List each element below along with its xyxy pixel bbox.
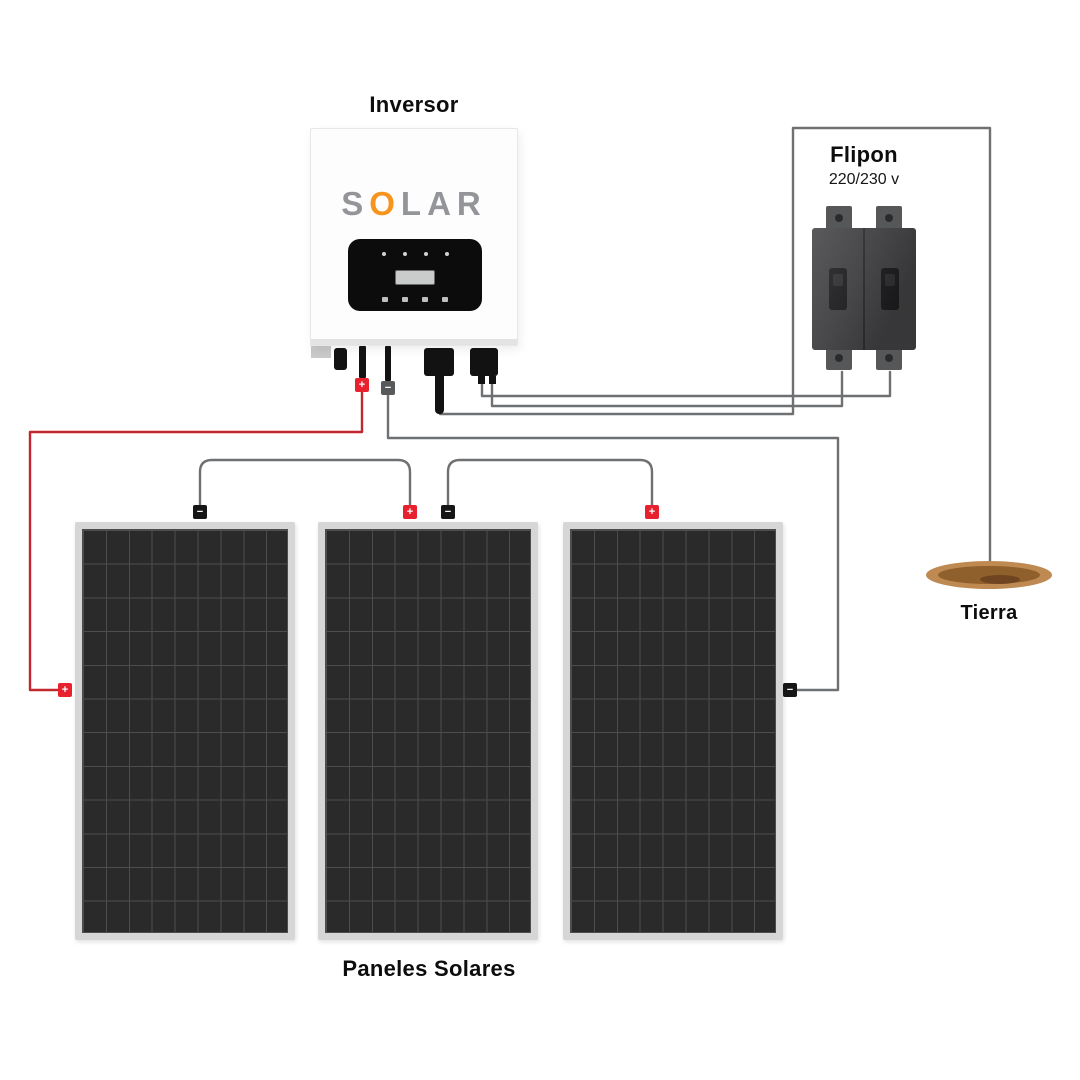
wire-string-panel1-panel2 <box>198 458 412 507</box>
inverter-logo: SOLAR <box>311 185 517 223</box>
panel1-negative-connector: − <box>193 505 207 519</box>
display-button <box>442 297 448 302</box>
panel3-positive-connector: + <box>645 505 659 519</box>
solar-panel-1 <box>75 522 295 940</box>
panel1-positive-connector: + <box>58 683 72 697</box>
mounting-bracket <box>311 346 331 358</box>
inverter-bottom-rim <box>311 339 517 345</box>
lcd-screen <box>395 270 435 285</box>
inverter-negative-connector: − <box>381 381 395 395</box>
display-button <box>422 297 428 302</box>
ground-inner-ring <box>938 566 1040 584</box>
status-led <box>402 252 407 256</box>
inverter-unit: SOLAR <box>310 128 518 346</box>
logo-prefix: S <box>341 185 370 222</box>
screw-icon <box>835 354 843 362</box>
inverter-display <box>348 239 482 311</box>
panel3-negative-connector: − <box>783 683 797 697</box>
ac-connector <box>470 348 498 376</box>
panel-cells <box>570 529 776 933</box>
ground-core <box>980 575 1020 584</box>
breaker-tab-top-left <box>826 206 852 230</box>
ground-label: Tierra <box>960 602 1018 624</box>
pole-divider <box>863 228 865 350</box>
breaker-tab-top-right <box>876 206 902 230</box>
button-row <box>348 297 482 302</box>
screw-icon <box>885 214 893 222</box>
display-button <box>382 297 388 302</box>
ground-symbol <box>926 561 1052 589</box>
toggle-notch <box>833 274 843 286</box>
ground-lead <box>435 376 444 414</box>
inverter-label: Inversor <box>369 92 459 117</box>
solar-panel-3 <box>563 522 783 940</box>
breaker-tab-bottom-right <box>876 346 902 370</box>
wire-ground <box>438 126 992 574</box>
dc-negative-lead <box>385 346 391 381</box>
wire-ac-line2 <box>490 370 844 408</box>
breaker-toggle-right <box>881 268 899 310</box>
panel-cells <box>325 529 531 933</box>
breaker-toggle-left <box>829 268 847 310</box>
logo-suffix: LAR <box>400 185 487 222</box>
breaker-label: Flipon <box>830 142 898 167</box>
dc-positive-lead <box>359 346 366 378</box>
wire-string-panel2-panel3 <box>446 458 654 507</box>
screw-icon <box>885 354 893 362</box>
com-connector <box>424 348 454 376</box>
panel-cells <box>82 529 288 933</box>
status-led <box>423 252 428 256</box>
status-led-row <box>348 252 482 256</box>
breaker-voltage: 220/230 v <box>828 171 900 188</box>
panel2-positive-connector: + <box>403 505 417 519</box>
toggle-notch <box>885 274 895 286</box>
ac-pin <box>478 376 485 384</box>
status-led <box>381 252 386 256</box>
wire-dc-negative <box>386 393 840 692</box>
logo-accent-letter: O <box>369 185 401 222</box>
wire-ac-line1 <box>480 370 892 398</box>
wire-dc-positive <box>28 390 364 692</box>
inverter-positive-connector: + <box>355 378 369 392</box>
ac-pin <box>489 376 496 384</box>
dc-switch <box>334 348 347 370</box>
display-button <box>402 297 408 302</box>
breaker-tab-bottom-left <box>826 346 852 370</box>
breaker-unit <box>812 228 916 350</box>
panels-label: Paneles Solares <box>342 956 516 981</box>
panel2-negative-connector: − <box>441 505 455 519</box>
solar-panel-2 <box>318 522 538 940</box>
status-led <box>444 252 449 256</box>
screw-icon <box>835 214 843 222</box>
